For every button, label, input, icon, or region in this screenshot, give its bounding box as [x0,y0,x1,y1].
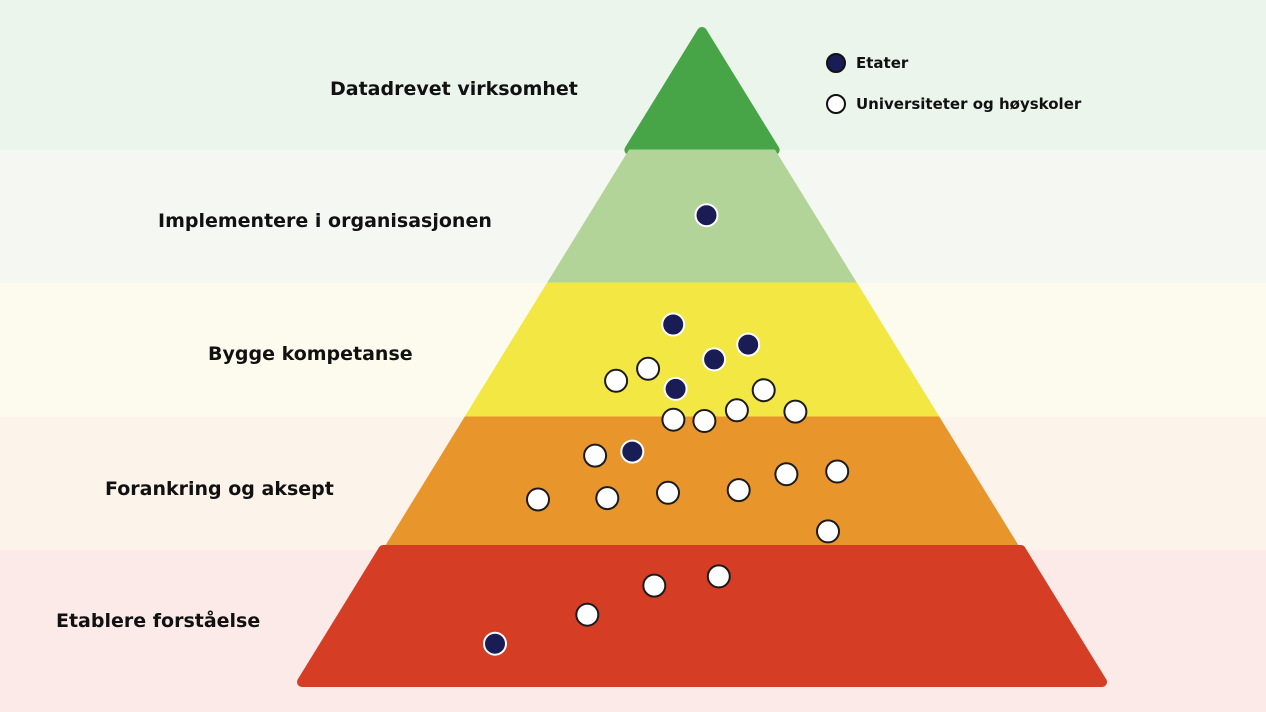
universitet-marker-12 [825,459,850,484]
etat-marker-4 [702,347,727,372]
etat-marker-2 [661,312,686,337]
legend-item-universiteter: Universiteter og høyskoler [826,94,1081,114]
universitet-marker-5 [724,398,749,423]
universitet-marker-10 [726,478,751,503]
etat-marker-1 [694,203,719,228]
universitet-marker-6 [751,378,776,403]
universitet-marker-13 [526,487,550,512]
universitet-marker-11 [774,462,799,487]
level-label-5: Etablere forståelse [56,610,261,632]
universitet-marker-2 [636,356,661,381]
organization-markers [483,203,850,656]
universitet-marker-1 [604,368,629,393]
level-label-3: Bygge kompetanse [208,343,413,365]
universitet-marker-7 [783,399,808,424]
etater-marker-icon [826,53,846,73]
universitet-marker-3 [661,407,686,432]
level-label-2: Implementere i organisasjonen [158,210,492,232]
level-label-4: Forankring og aksept [105,478,334,500]
etat-marker-5 [736,332,761,357]
pyramid-tiers [297,27,1107,687]
pyramid-tier-3 [464,282,940,418]
legend-label-universiteter: Universiteter og høyskoler [856,95,1082,113]
universitet-marker-9 [656,480,680,505]
etat-marker-6 [620,439,645,464]
universitet-marker-4 [692,409,717,433]
universitet-marker-15 [816,519,840,544]
legend-item-etater: Etater [826,53,908,73]
pyramid-tier-4 [382,416,1022,551]
universitet-marker-16 [642,573,667,598]
level-label-1: Datadrevet virksomhet [330,78,578,100]
pyramid-tier-1 [624,27,780,155]
universitet-marker-8 [583,443,608,468]
pyramid-tier-5 [297,545,1107,687]
universitet-marker-14 [595,486,620,511]
etat-marker-3 [663,376,688,401]
legend-label-etater: Etater [856,54,909,72]
universitet-marker-18 [575,602,600,627]
band-level-1 [0,0,1266,150]
universitet-marker-17 [706,564,731,589]
etat-marker-7 [483,631,507,656]
universiteter-marker-icon [826,94,846,114]
